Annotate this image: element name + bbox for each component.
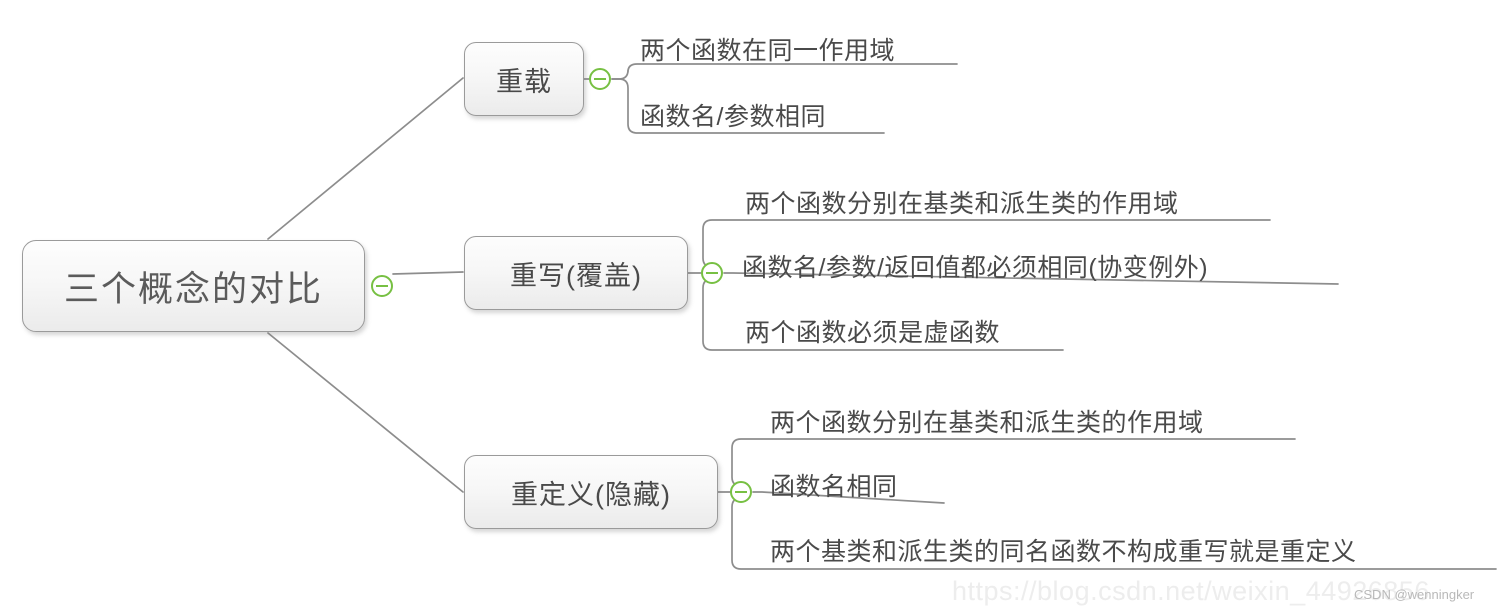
root-node[interactable]: 三个概念的对比 (22, 240, 365, 332)
collapse-minus-icon-root[interactable] (371, 275, 393, 297)
branch-node-redefine[interactable]: 重定义(隐藏) (464, 455, 718, 529)
wire-root-to-override (392, 271, 464, 275)
leaf-overload-2[interactable]: 函数名/参数相同 (640, 103, 826, 131)
branch-node-overload[interactable]: 重载 (464, 42, 584, 116)
leaf-override-3[interactable]: 两个函数必须是虚函数 (745, 319, 1001, 347)
branch-node-override[interactable]: 重写(覆盖) (464, 236, 688, 310)
root-node-label: 三个概念的对比 (63, 269, 323, 309)
collapse-minus-icon-redefine[interactable] (730, 481, 752, 503)
wire-root-to-redefine (267, 332, 464, 493)
leaf-redefine-3[interactable]: 两个基类和派生类的同名函数不构成重写就是重定义 (770, 538, 1357, 566)
collapse-minus-icon-override[interactable] (701, 262, 723, 284)
branch-node-override-label: 重写(覆盖) (510, 260, 642, 291)
wire-overload-child-1 (611, 63, 958, 80)
wire-root-to-overload (267, 77, 464, 240)
leaf-override-2[interactable]: 函数名/参数/返回值都必须相同(协变例外) (742, 254, 1209, 282)
collapse-minus-icon-overload[interactable] (589, 68, 611, 90)
leaf-overload-1[interactable]: 两个函数在同一作用域 (640, 37, 896, 65)
watermark-url: https://blog.csdn.net/weixin_44926856 (952, 576, 1430, 606)
watermark-author-tag: CSDN @wenningker (1354, 587, 1475, 602)
leaf-override-1[interactable]: 两个函数分别在基类和派生类的作用域 (745, 190, 1179, 218)
leaf-redefine-1[interactable]: 两个函数分别在基类和派生类的作用域 (770, 409, 1204, 437)
branch-node-redefine-label: 重定义(隐藏) (511, 479, 671, 510)
leaf-redefine-2[interactable]: 函数名相同 (770, 473, 898, 501)
branch-node-overload-label: 重载 (496, 66, 552, 97)
